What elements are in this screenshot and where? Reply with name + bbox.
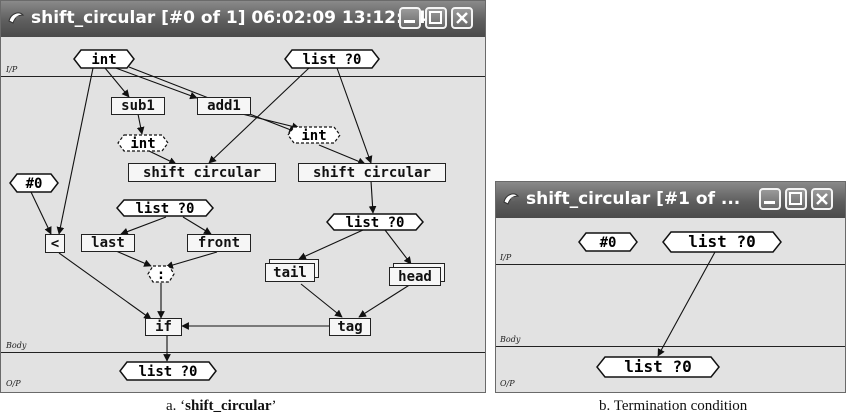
minimize-button[interactable] bbox=[399, 7, 421, 29]
caption-a-prefix: a. ‘ bbox=[166, 398, 186, 414]
maximize-button[interactable] bbox=[425, 7, 447, 29]
caption-a-suffix: ’ bbox=[271, 398, 277, 414]
lane-label-body: Body bbox=[6, 341, 27, 350]
lane-label-output: O/P bbox=[500, 379, 515, 388]
int-dashed-left-label: int bbox=[130, 136, 155, 152]
input-list-node[interactable]: list ?0 bbox=[662, 231, 782, 253]
list-right-node[interactable]: list ?0 bbox=[326, 213, 424, 231]
window-shift-circular-termination: shift_circular [#1 of ... I/P Body O/P #… bbox=[495, 181, 846, 393]
lane-label-input: I/P bbox=[500, 253, 512, 262]
tag-operation-node[interactable]: tag bbox=[329, 318, 371, 336]
close-icon bbox=[456, 12, 468, 24]
front-operation-node[interactable]: front bbox=[187, 234, 251, 252]
lane-label-input: I/P bbox=[6, 65, 18, 74]
lane-label-body: Body bbox=[500, 335, 521, 344]
add1-operation-node[interactable]: add1 bbox=[197, 97, 251, 115]
dataflow-arcs bbox=[30, 66, 412, 362]
lane-divider-input bbox=[496, 264, 845, 265]
output-list-label: list ?0 bbox=[138, 364, 197, 380]
tail-operation-node[interactable]: tail bbox=[265, 263, 315, 282]
constant-zero-node[interactable]: #0 bbox=[578, 232, 638, 252]
constant-zero-label: #0 bbox=[26, 176, 43, 192]
input-list-label: list ?0 bbox=[302, 52, 361, 68]
cons-colon-label: : bbox=[157, 267, 165, 283]
constant-zero-node[interactable]: #0 bbox=[9, 173, 59, 193]
window-title: shift_circular [#1 of ... bbox=[526, 189, 741, 209]
shift-circular-left-node[interactable]: shift circular bbox=[128, 163, 276, 182]
cons-colon-node[interactable]: : bbox=[147, 265, 175, 283]
caption-a-bold: shift_circular bbox=[185, 398, 272, 414]
app-icon bbox=[503, 193, 520, 205]
list-right-label: list ?0 bbox=[345, 215, 404, 231]
app-icon bbox=[8, 12, 25, 24]
int-dashed-right-label: int bbox=[301, 128, 326, 144]
input-list-node[interactable]: list ?0 bbox=[284, 49, 380, 69]
window-title: shift_circular [#0 of 1] 06:02:09 13:12:… bbox=[31, 8, 427, 28]
close-icon bbox=[816, 193, 828, 205]
lane-divider-body bbox=[496, 346, 845, 347]
caption-b: b. Termination condition bbox=[599, 398, 748, 414]
output-list-node[interactable]: list ?0 bbox=[119, 361, 217, 381]
less-than-node[interactable]: < bbox=[45, 234, 65, 253]
head-operation-node[interactable]: head bbox=[389, 267, 441, 286]
output-list-label: list ?0 bbox=[624, 357, 691, 376]
constant-zero-label: #0 bbox=[600, 235, 617, 251]
lane-label-output: O/P bbox=[6, 379, 21, 388]
close-button[interactable] bbox=[811, 188, 833, 210]
minimize-button[interactable] bbox=[759, 188, 781, 210]
sub1-operation-node[interactable]: sub1 bbox=[111, 97, 165, 115]
input-list-label: list ?0 bbox=[688, 232, 755, 251]
list-left-node[interactable]: list ?0 bbox=[116, 199, 214, 217]
minimize-icon bbox=[764, 201, 775, 204]
if-node[interactable]: if bbox=[145, 318, 182, 336]
dataflow-arcs bbox=[657, 251, 716, 357]
shift-circular-right-node[interactable]: shift circular bbox=[298, 163, 446, 182]
title-bar[interactable]: shift_circular [#0 of 1] 06:02:09 13:12:… bbox=[1, 1, 485, 37]
lane-divider-body bbox=[1, 352, 485, 353]
input-int-node[interactable]: int bbox=[73, 49, 135, 69]
lane-divider-input bbox=[1, 76, 485, 77]
close-button[interactable] bbox=[451, 7, 473, 29]
window-shift-circular-main: shift_circular [#0 of 1] 06:02:09 13:12:… bbox=[0, 0, 486, 393]
int-dashed-left-node[interactable]: int bbox=[117, 134, 169, 152]
title-bar[interactable]: shift_circular [#1 of ... bbox=[496, 182, 845, 218]
minimize-icon bbox=[404, 20, 415, 23]
input-int-label: int bbox=[91, 52, 116, 68]
output-list-node[interactable]: list ?0 bbox=[596, 356, 720, 378]
maximize-button[interactable] bbox=[785, 188, 807, 210]
last-operation-node[interactable]: last bbox=[81, 234, 135, 252]
maximize-icon bbox=[429, 11, 442, 24]
maximize-icon bbox=[789, 192, 802, 205]
int-dashed-right-node[interactable]: int bbox=[287, 126, 341, 144]
caption-a: a. ‘shift_circular’ bbox=[166, 398, 277, 415]
list-left-label: list ?0 bbox=[135, 201, 194, 217]
